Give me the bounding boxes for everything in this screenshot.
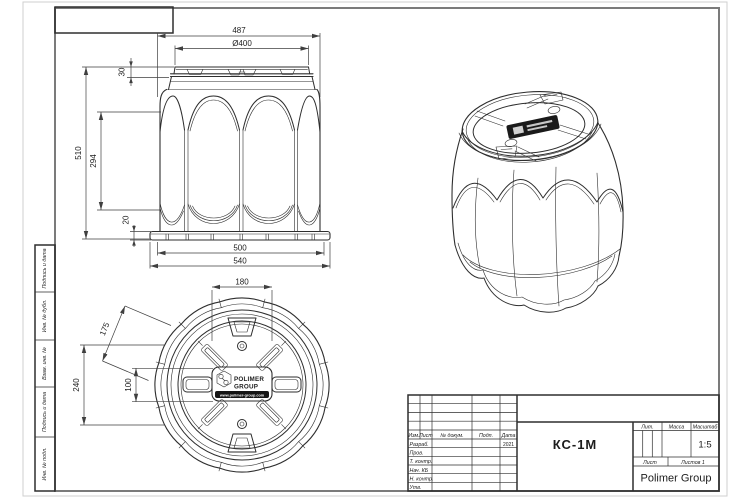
tb-row-nachkb: Нач. КБ [410,468,429,474]
page-edge [22,1,728,497]
front-view: 487 Ø400 30 510 294 20 500 540 [74,26,331,269]
dim-30: 30 [118,67,127,76]
dim-20: 20 [122,215,131,224]
tb-col-izm: Изм. [408,433,419,439]
side-strip-label: Инв. № дубл. [42,300,48,333]
top-view: POLIMER GROUP www.polimer-group.com 180 … [72,278,330,473]
side-strip: Подпись и дата Инв. № дубл. Взам. инв. №… [34,244,56,492]
dim-510: 510 [74,146,83,160]
dim-540: 540 [233,257,247,266]
side-strip-label: Инв. № подл. [42,448,48,481]
top-view-dimensions: 180 240 100 175 [72,278,273,426]
tb-row-utv: Утв. [410,485,422,491]
tb-col-data: Дата [501,433,516,439]
logo-line2: GROUP [234,384,258,391]
tb-lit-label: Лит. [640,425,653,431]
tb-row-razrab: Разраб. [410,442,429,448]
tb-col-list: Лист [418,433,433,439]
polimer-hexagon-icon [216,370,232,388]
dim-487: 487 [232,26,246,35]
dim-240: 240 [72,378,81,392]
tb-row-tkontr: Т. контр. [410,459,433,465]
tb-row-nkontr: Н. контр. [410,476,434,482]
iso-logo-sticker [506,115,560,139]
side-strip-label: Подпись и дата [42,248,48,288]
tb-mass-label: Масса [669,425,685,431]
side-strip-label: Подпись и дата [42,392,48,432]
tb-col-dokum: № докум. [440,433,463,439]
dim-180: 180 [235,278,249,287]
top-left-stamp-box [54,6,174,34]
isometric-view [451,91,624,313]
tb-scale-value: 1:5 [698,440,711,451]
dim-175: 175 [98,321,112,337]
tb-date: 2021 [503,442,514,448]
side-strip-label: Взам. инв. № [42,347,48,380]
tb-sheet-label: Лист [642,460,657,466]
logo-line1: POLIMER [234,376,264,383]
dim-100: 100 [124,378,133,392]
tb-company: Polimer Group [641,473,712,485]
tb-scale-label: Масштаб [693,425,719,431]
tb-sheets-label: Листов 1 [680,460,705,466]
dim-lid-diameter: Ø400 [232,39,252,48]
polimer-logo-plate: POLIMER GROUP www.polimer-group.com [211,366,273,402]
front-view-dimensions: 487 Ø400 30 510 294 20 500 540 [74,26,331,269]
dim-294: 294 [89,154,98,168]
logo-website: www.polimer-group.com [219,393,265,397]
tb-designation: КС-1М [553,437,598,452]
tb-row-prov: Пров. [410,451,424,457]
tb-col-podp: Подп. [479,433,493,439]
title-block: Изм. Лист № докум. Подп. Дата Разраб. Пр… [407,394,720,492]
logo-url-bar [215,391,269,398]
dim-500: 500 [233,244,247,253]
